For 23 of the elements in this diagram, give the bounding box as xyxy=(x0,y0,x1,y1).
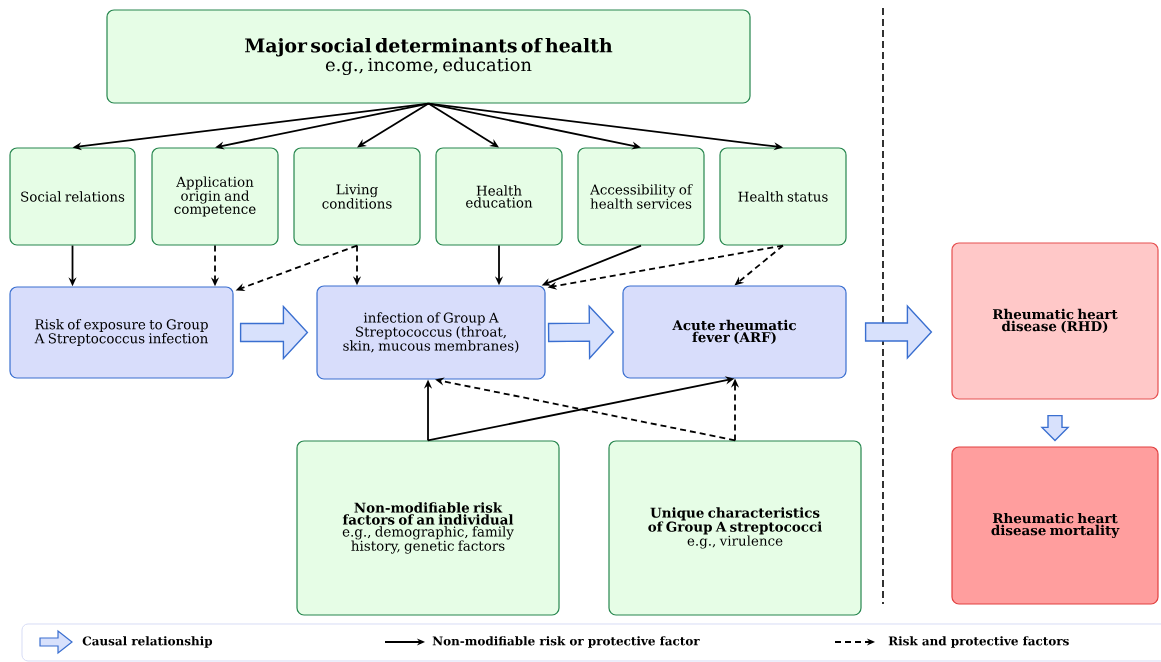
factor-box: Social relations xyxy=(9,147,136,246)
factor-box: Accessibility of health services xyxy=(577,147,705,246)
factor-box: Living conditions xyxy=(293,147,421,246)
process-box: infection of Group A Streptococcus (throat, skin, mucous membranes) xyxy=(316,285,546,380)
factor-box: Health status xyxy=(719,147,847,246)
process-box: Risk of exposure to Group A Streptococcus infection xyxy=(9,286,234,379)
outcome-box: Rheumatic heart disease mortality xyxy=(951,446,1159,605)
legend-text: Causal relationship xyxy=(82,636,213,648)
outcome-box: Rheumatic heart disease (RHD) xyxy=(951,242,1159,400)
determinants-box: Major social determinants of health e.g., income, education xyxy=(106,9,751,104)
arrow xyxy=(427,102,499,148)
process-box: Acute rheumatic fever (ARF) xyxy=(622,285,847,379)
risk-factor-box: Non-modifiable risk factors of an individual e.g., demographic, family history, genetic factors xyxy=(296,440,560,616)
arrow xyxy=(357,102,430,148)
block-arrow xyxy=(1040,414,1070,442)
legend-text: Non-modifiable risk or protective factor xyxy=(432,636,700,648)
risk-factor-box: Unique characteristics of Group A streptococci e.g., virulence xyxy=(608,440,862,616)
factor-box: Health education xyxy=(435,147,563,246)
block-arrow xyxy=(239,304,309,361)
block-arrow xyxy=(864,304,933,360)
factor-box: Application origin and competence xyxy=(151,147,279,246)
legend-text: Risk and protective factors xyxy=(888,636,1069,648)
block-arrow xyxy=(547,304,615,360)
